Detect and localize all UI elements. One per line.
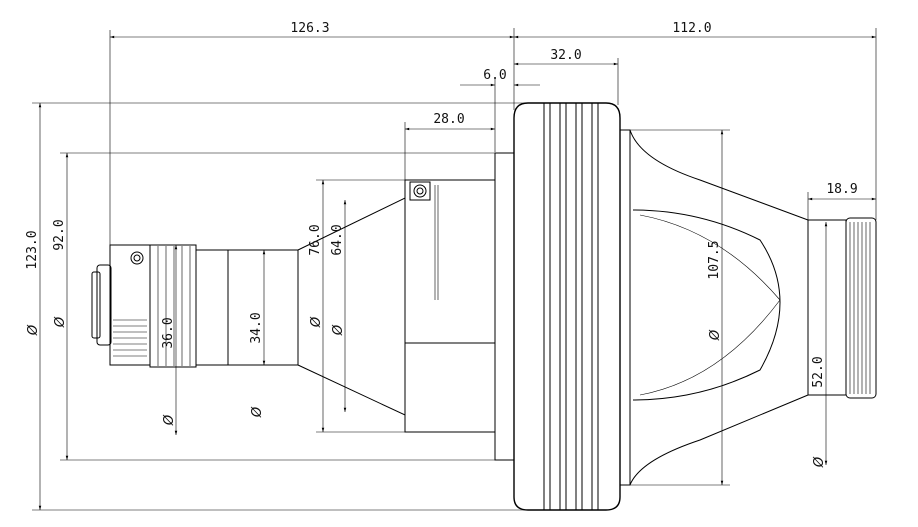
dim-123-0: 123.0 — [25, 230, 40, 269]
phi-76: Ø — [309, 316, 324, 328]
phi-52: Ø — [812, 456, 827, 468]
phi-34: Ø — [250, 406, 265, 418]
vertical-dimension-lines — [32, 102, 828, 511]
dim-32-0: 32.0 — [550, 48, 581, 63]
dim-126-3: 126.3 — [290, 21, 329, 36]
dim-92-0: 92.0 — [52, 219, 67, 250]
phi-64: Ø — [331, 324, 346, 336]
dimension-labels: 126.3 112.0 32.0 6.0 28.0 18.9 123.0 92.… — [25, 21, 858, 388]
phi-107: Ø — [708, 329, 723, 341]
dim-107-5: 107.5 — [707, 240, 722, 279]
diameter-symbols: Ø Ø Ø Ø Ø Ø Ø Ø — [26, 316, 827, 468]
dim-64-0: 64.0 — [330, 224, 345, 255]
dim-76-0: 76.0 — [308, 224, 323, 255]
phi-36: Ø — [162, 414, 177, 426]
dim-36-0: 36.0 — [161, 317, 176, 348]
phi-92: Ø — [53, 316, 68, 328]
dim-18-9: 18.9 — [826, 182, 857, 197]
dim-34-0: 34.0 — [249, 312, 264, 343]
dim-112-0: 112.0 — [672, 21, 711, 36]
dim-52-0: 52.0 — [811, 356, 826, 387]
dimension-lines — [109, 28, 877, 310]
lens-body — [91, 102, 877, 511]
dim-6-0: 6.0 — [483, 68, 506, 83]
dim-28-0: 28.0 — [433, 112, 464, 127]
phi-123: Ø — [26, 324, 41, 336]
